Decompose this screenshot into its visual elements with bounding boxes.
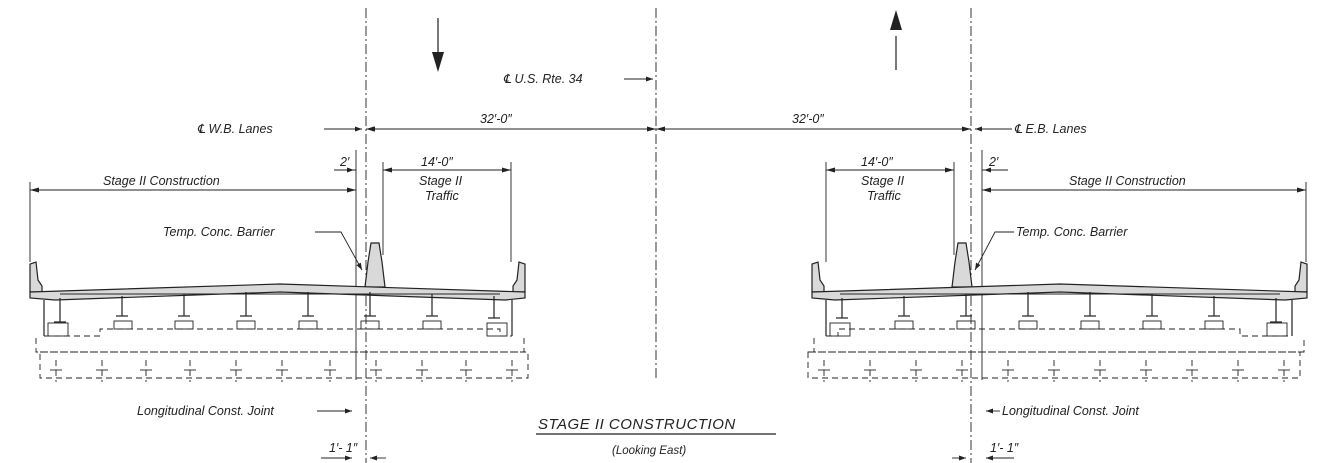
barrier-right-label: Temp. Conc. Barrier <box>1016 225 1128 239</box>
dim-1-1-right: 1′- 1″ <box>990 441 1019 455</box>
eastbound-traffic-arrow <box>890 10 902 70</box>
drawing-title: STAGE II CONSTRUCTION <box>538 416 736 433</box>
barrier-left-label: Temp. Conc. Barrier <box>163 225 275 239</box>
dim-32-left: 32′-0″ <box>480 112 512 126</box>
stage-construction-left: Stage II Construction <box>103 174 220 188</box>
wb-lanes-label: ℄ W.B. Lanes <box>197 122 273 136</box>
drawing-subtitle: (Looking East) <box>612 445 686 457</box>
dim-1-1-left: 1′- 1″ <box>329 441 358 455</box>
stage-traffic-left-2: Traffic <box>425 189 460 203</box>
stage-construction-right: Stage II Construction <box>1069 174 1186 188</box>
left-bridge-section <box>29 242 529 382</box>
dim-2-left: 2′ <box>339 155 350 169</box>
eb-lanes-label: ℄ E.B. Lanes <box>1014 122 1087 136</box>
us34-centerline-label: ℄ U.S. Rte. 34 <box>503 72 583 86</box>
joint-left-label: Longitudinal Const. Joint <box>137 404 274 418</box>
dim-2-right: 2′ <box>988 155 999 169</box>
dim-32-right: 32′-0″ <box>792 112 824 126</box>
right-bridge-section <box>807 242 1308 382</box>
stage-traffic-left-1: Stage II <box>419 174 463 188</box>
stage-traffic-right-2: Traffic <box>867 189 902 203</box>
dim-14-left: 14′-0″ <box>421 155 453 169</box>
dim-14-right: 14′-0″ <box>861 155 893 169</box>
joint-right-label: Longitudinal Const. Joint <box>1002 404 1139 418</box>
westbound-traffic-arrow <box>432 18 444 72</box>
stage-traffic-right-1: Stage II <box>861 174 905 188</box>
